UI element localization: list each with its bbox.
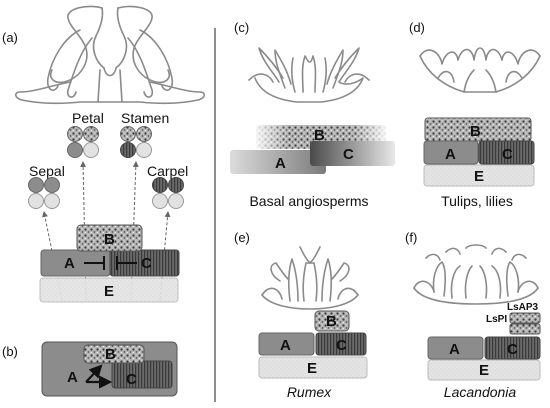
panel-b: (b) B A C	[2, 341, 178, 397]
caption-d: Tulips, lilies	[441, 193, 513, 209]
sepal-gene-circles	[28, 177, 60, 209]
box-label-e-d: E	[474, 168, 484, 185]
box-label-b-e: B	[326, 313, 337, 330]
panel-f: (f) LsAP3 LsPI A C E Lacandonia	[405, 230, 541, 400]
box-label-e-f: E	[479, 362, 489, 379]
gene-box-lsap3	[509, 312, 541, 324]
box-label-b: B	[104, 231, 115, 248]
box-label-c-d: C	[502, 146, 513, 163]
organ-label-stamen: Stamen	[121, 110, 169, 126]
box-label-a: A	[64, 255, 75, 272]
organ-label-petal: Petal	[72, 110, 104, 126]
box-label-c-c: C	[343, 146, 354, 163]
box-label-c: C	[141, 255, 152, 272]
panel-d: (d) B A C E Tulips, lilies	[409, 20, 541, 209]
caption-f: Lacandonia	[444, 384, 517, 400]
panel-c-tag: (c)	[234, 20, 249, 35]
panel-f-tag: (f)	[405, 230, 417, 245]
gene-box-c-e	[315, 332, 367, 356]
box-label-c-f: C	[507, 341, 518, 358]
box-label-a-e: A	[280, 337, 291, 354]
gene-label-lsap3: LsAP3	[507, 302, 539, 313]
gene-box-e-f	[427, 359, 541, 381]
panel-a-tag: (a)	[2, 30, 18, 45]
activation-arrows-icon	[85, 364, 113, 389]
box-label-c-e: C	[336, 337, 347, 354]
gene-box-c-b	[111, 360, 173, 389]
flower-e-icon	[261, 246, 359, 310]
gene-box-b-d	[424, 117, 532, 142]
flower-d-icon	[419, 47, 541, 93]
organ-arrows	[42, 161, 171, 301]
panel-e: (e) B A C E Rumex	[234, 230, 368, 400]
flower-c-icon	[248, 47, 370, 103]
panel-b-tag: (b)	[2, 344, 18, 359]
box-label-e: E	[104, 283, 114, 300]
gene-box-c-c	[310, 141, 395, 166]
flower-f-icon	[413, 244, 539, 305]
gene-box-b-b	[83, 344, 145, 364]
box-label-a-b: A	[67, 369, 78, 386]
gene-box-c-d	[478, 140, 535, 165]
box-label-e-e: E	[307, 360, 317, 377]
box-label-c-b: C	[126, 371, 137, 388]
box-label-a-c: A	[275, 155, 286, 172]
stamen-gene-circles	[120, 126, 152, 158]
gene-box-b	[76, 224, 143, 252]
caption-e: Rumex	[287, 384, 332, 400]
box-label-b-c: B	[314, 127, 325, 144]
gene-box-e-e	[258, 356, 368, 379]
panel-a: (a) Sepal Petal Stamen Carpel	[2, 5, 206, 303]
box-label-b-d: B	[470, 123, 481, 140]
gene-box-a-c	[230, 150, 326, 174]
gene-box-lspi	[509, 323, 541, 335]
gene-box-a-f	[427, 336, 484, 360]
panel-c: (c) B A C Basal angiosperms	[230, 20, 395, 209]
organ-label-sepal: Sepal	[29, 163, 65, 179]
carpel-gene-circles	[152, 177, 184, 209]
panel-e-tag: (e)	[234, 230, 250, 245]
gene-box-b-e	[314, 310, 350, 332]
ac-antagonism-icon	[84, 256, 137, 270]
box-label-b-b: B	[105, 346, 116, 363]
box-label-a-d: A	[445, 146, 456, 163]
gene-box-e-d	[423, 164, 535, 187]
gene-box-a-d	[423, 140, 479, 165]
gene-box-a-e	[258, 332, 315, 356]
panel-d-tag: (d)	[409, 20, 425, 35]
caption-c: Basal angiosperms	[249, 193, 368, 209]
box-label-a-f: A	[449, 341, 460, 358]
organ-label-carpel: Carpel	[147, 163, 188, 179]
petal-gene-circles	[67, 126, 99, 158]
gene-box-c	[109, 249, 180, 277]
gene-box-e	[39, 277, 179, 303]
flower-a-icon	[14, 5, 206, 105]
gene-label-lspi: LsPI	[486, 314, 507, 325]
gene-box-c-f	[484, 336, 541, 360]
